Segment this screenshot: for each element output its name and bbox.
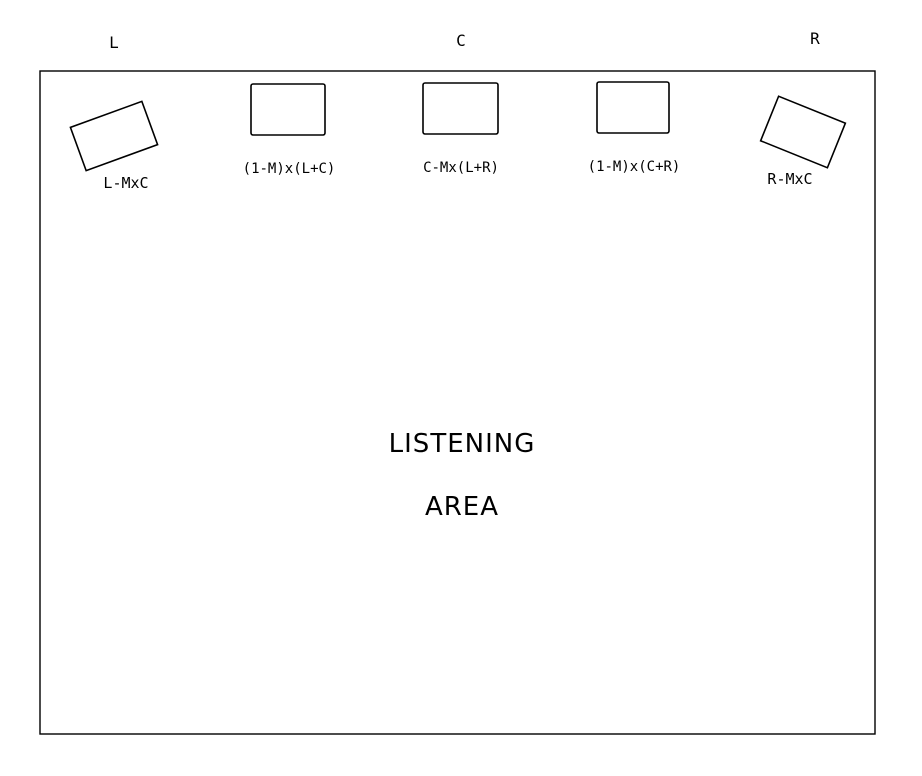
speaker-label-left: L-MxC — [103, 174, 148, 192]
speaker-box-right-center — [596, 81, 670, 134]
speaker-left — [69, 100, 159, 172]
speaker-label-center: C-Mx(L+R) — [423, 160, 499, 176]
speaker-label-right: R-MxC — [767, 170, 812, 188]
speaker-box-left — [69, 100, 159, 172]
room-outline — [39, 70, 876, 735]
speaker-box-right — [759, 95, 847, 169]
channel-label-left: L — [109, 33, 119, 52]
speaker-right — [759, 95, 847, 169]
channel-label-right: R — [810, 29, 820, 48]
listening-area-line-2: AREA — [425, 492, 499, 522]
channel-label-center: C — [456, 31, 466, 50]
speaker-box-center — [422, 82, 499, 135]
speaker-label-right-center: (1-M)x(C+R) — [588, 159, 681, 175]
listening-area-line-1: LISTENING — [389, 429, 536, 459]
speaker-label-left-center: (1-M)x(L+C) — [243, 161, 336, 177]
speaker-box-left-center — [250, 83, 326, 136]
